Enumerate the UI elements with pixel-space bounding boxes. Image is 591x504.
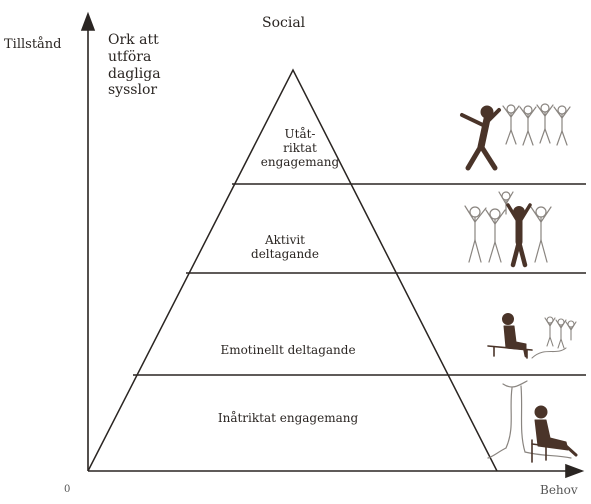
axes: [80, 11, 585, 479]
origin-label: 0: [64, 484, 71, 495]
level-label-line: Utåt-: [284, 127, 316, 141]
x-axis-arrow: [565, 463, 585, 479]
level-label-line: Aktivit: [264, 233, 306, 247]
level-label-line: riktat: [283, 140, 317, 155]
level-label-outward-engagement: Utåt- riktat engagemang: [235, 127, 365, 169]
y-axis-sublabel-line: dagliga: [108, 65, 161, 82]
level-label-line: engagemang: [260, 154, 340, 169]
level-label-line: Emotinellt deltagande: [220, 343, 356, 357]
pyramid: [87, 68, 586, 472]
pyramid-outline: [87, 68, 498, 472]
dancing-group-icon: [464, 191, 552, 268]
level-label-emotional-participation: Emotinellt deltagande: [198, 343, 378, 358]
level-label-line: deltagande: [251, 246, 319, 261]
y-axis-label: Tillstånd: [4, 37, 62, 52]
level-label-active-participation: Aktivit deltagande: [220, 233, 350, 262]
y-axis-sublabel: Ork att utföra dagliga sysslor: [108, 32, 188, 99]
y-axis-sublabel-line: Ork att: [108, 32, 159, 48]
person-sitting-on-bench-watching-icon: [487, 313, 577, 359]
person-sitting-under-tree-icon: [487, 380, 578, 463]
level-label-inward-engagement: Inåtriktat engagemang: [198, 411, 378, 426]
level-label-line: Inåtriktat engagemang: [217, 411, 359, 425]
y-axis-sublabel-line: utföra: [108, 48, 152, 65]
y-axis-arrow: [80, 11, 96, 31]
x-axis-label: Behov: [540, 483, 578, 497]
y-axis-sublabel-line: sysslor: [108, 82, 158, 99]
pyramid-top-label: Social: [262, 15, 306, 31]
person-jumping-with-crowd-icon: [460, 103, 571, 171]
